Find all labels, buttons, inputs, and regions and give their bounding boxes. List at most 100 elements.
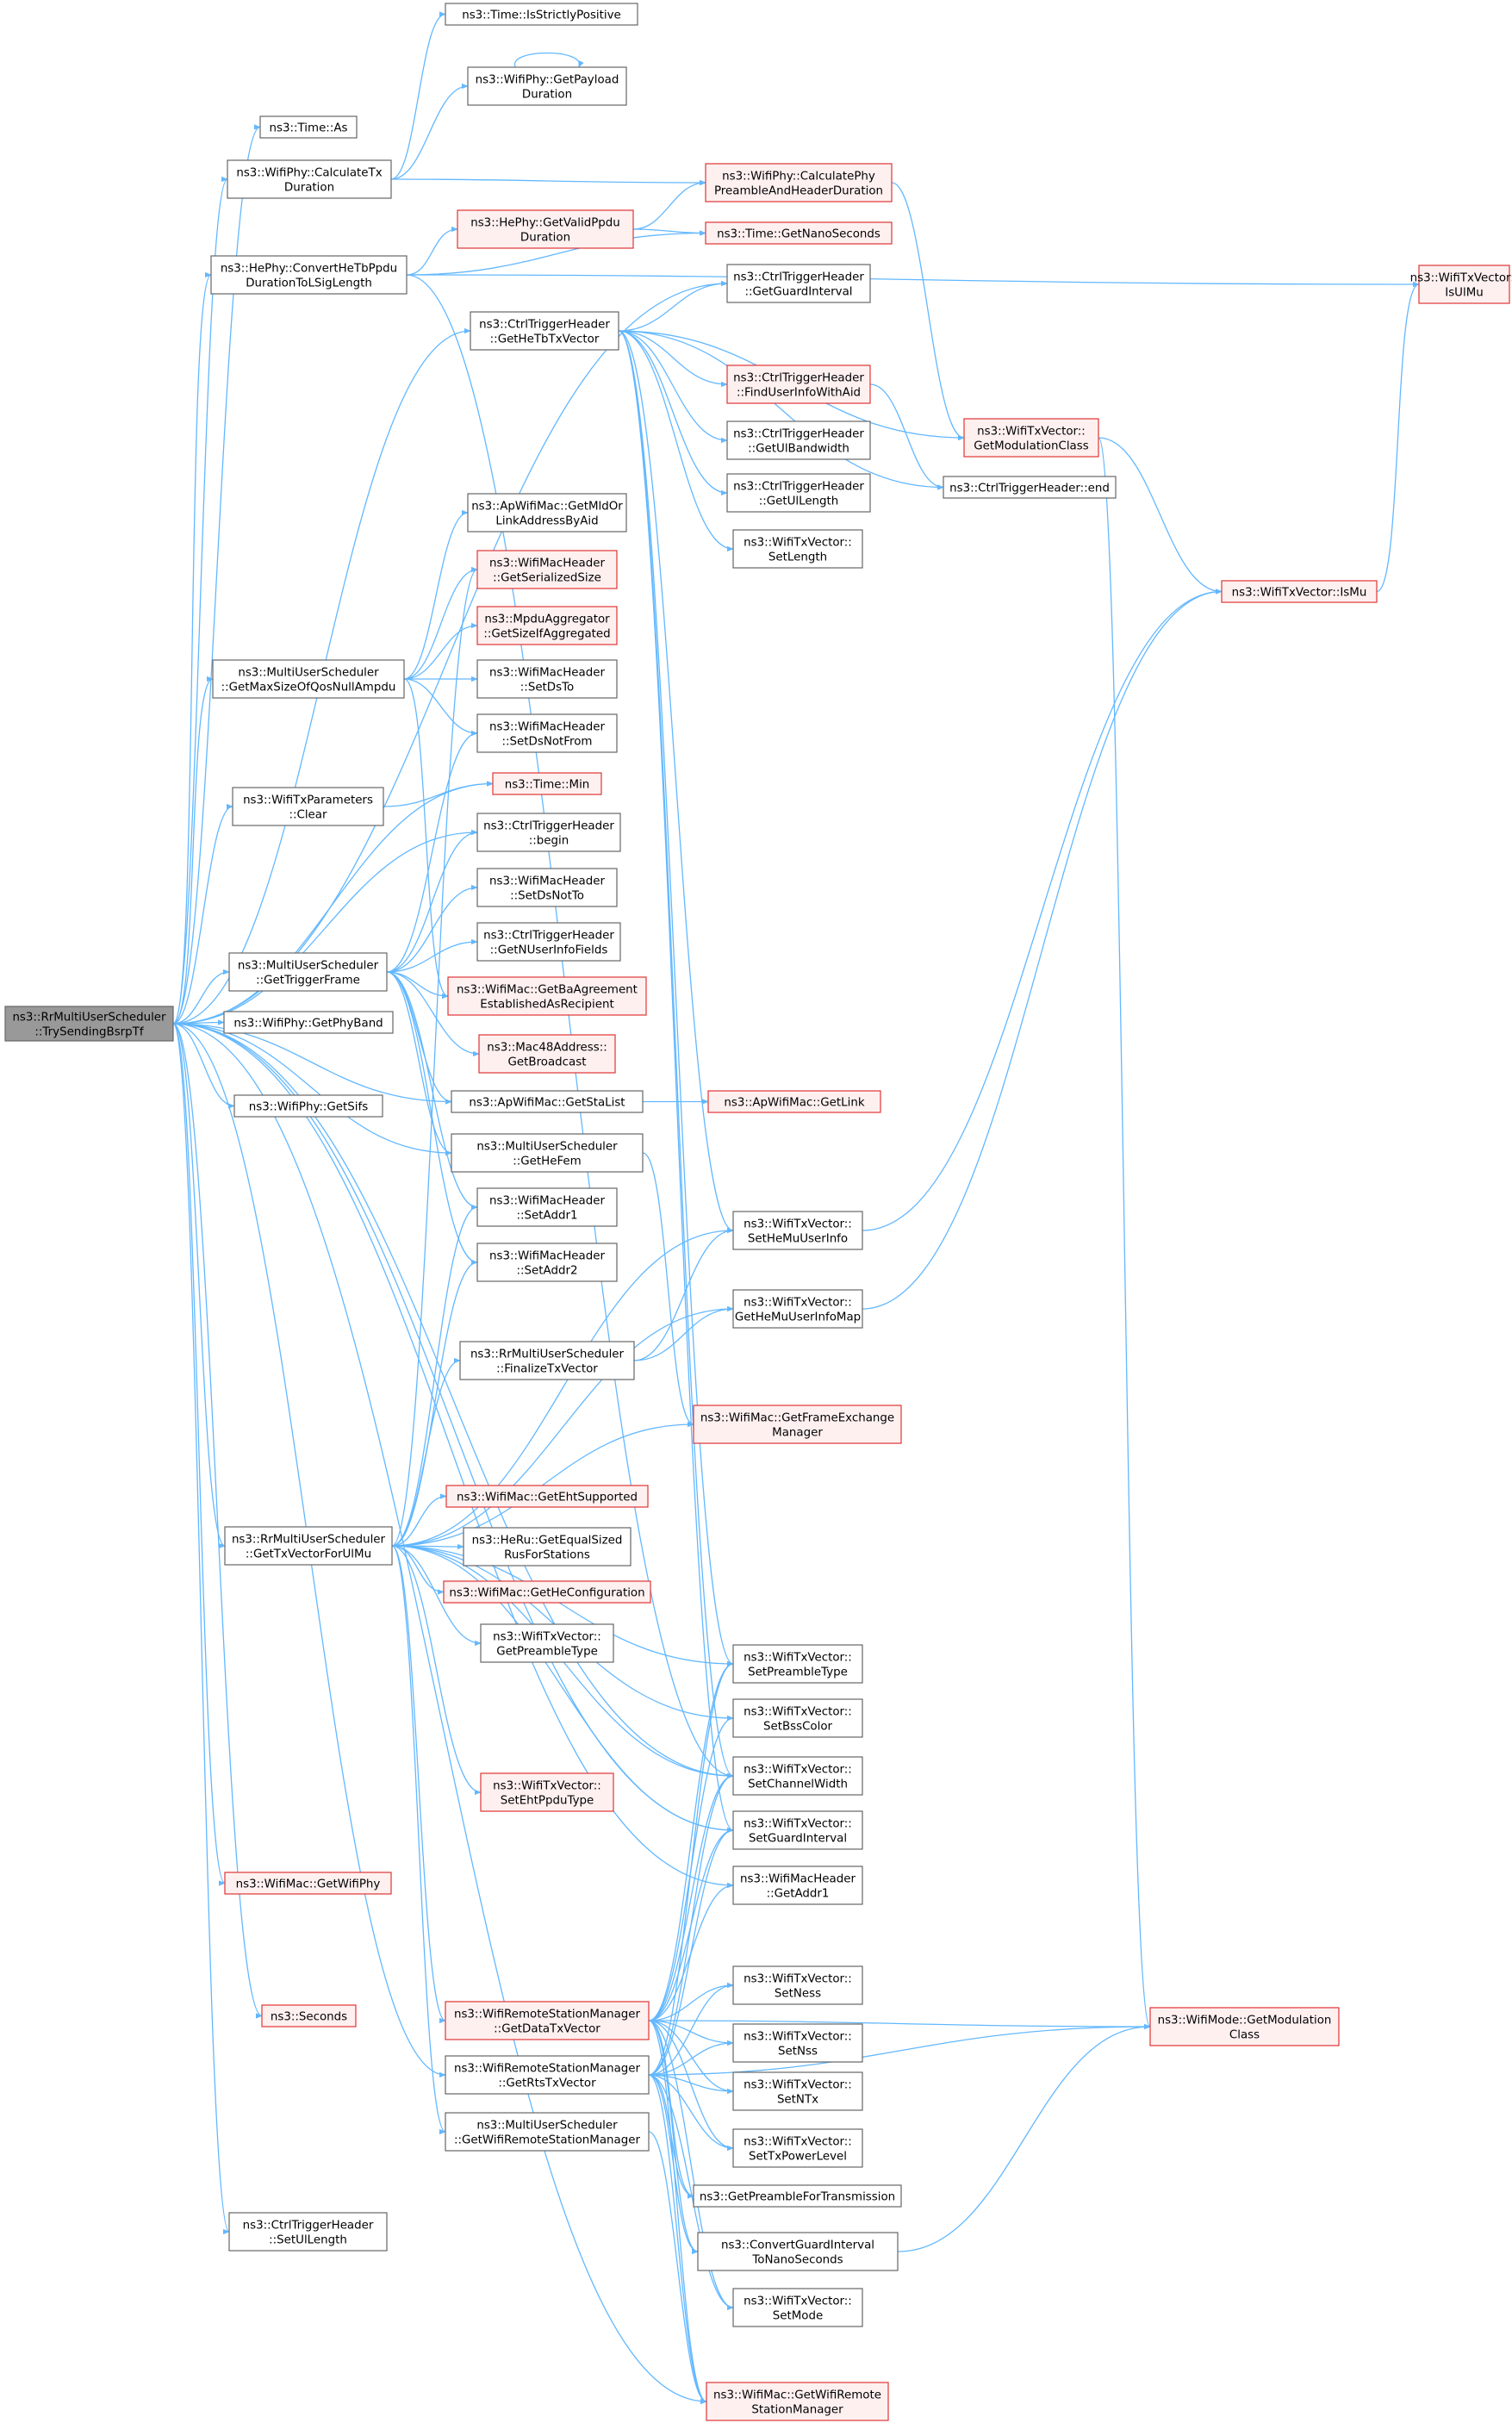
node-getSerSize[interactable]: ns3::WifiMacHeader::GetSerializedSize	[476, 550, 618, 589]
node-setDsNotFrom[interactable]: ns3::WifiMacHeader::SetDsNotFrom	[476, 713, 618, 753]
node-label: ns3::MultiUserScheduler	[476, 1141, 618, 1154]
node-txParClear[interactable]: ns3::WifiTxParameters::Clear	[232, 787, 384, 826]
node-getBaAgr[interactable]: ns3::WifiMac::GetBaAgreementEstablishedA…	[447, 976, 647, 1016]
node-box-setHeMuUser	[732, 1211, 863, 1250]
node-timeMin[interactable]: ns3::Time::Min	[492, 772, 602, 795]
node-getModClassTx[interactable]: ns3::WifiTxVector::GetModulationClass	[963, 418, 1099, 458]
node-box-getPreForTx	[693, 2184, 902, 2208]
node-setHeMuUser[interactable]: ns3::WifiTxVector::SetHeMuUserInfo	[732, 1211, 863, 1250]
node-getEht[interactable]: ns3::WifiMac::GetEhtSupported	[445, 1485, 649, 1508]
node-getTxUlMu[interactable]: ns3::RrMultiUserScheduler::GetTxVectorFo…	[224, 1526, 393, 1566]
node-box-setAddr1	[476, 1187, 618, 1227]
node-getSizeAgg[interactable]: ns3::MpduAggregator::GetSizeIfAggregated	[476, 606, 618, 645]
edge-root-to-getStaList	[172, 1023, 452, 1105]
node-getNUser[interactable]: ns3::CtrlTriggerHeader::GetNUserInfoFiel…	[476, 922, 621, 962]
node-label: Duration	[284, 182, 334, 195]
edge-getRtsTx-to-getModClassMode	[648, 2023, 1151, 2076]
node-label: IsUlMu	[1445, 287, 1484, 300]
node-getTrigger[interactable]: ns3::MultiUserScheduler::GetTriggerFrame	[228, 952, 388, 992]
node-label: ns3::CtrlTriggerHeader	[733, 428, 864, 441]
node-setUlLen[interactable]: ns3::CtrlTriggerHeader::SetUlLength	[228, 2212, 388, 2252]
node-isStrictPos[interactable]: ns3::Time::IsStrictlyPositive	[445, 3, 638, 26]
node-getWifiPhy[interactable]: ns3::WifiMac::GetWifiPhy	[224, 1872, 392, 1895]
node-getNanoSec[interactable]: ns3::Time::GetNanoSeconds	[705, 221, 893, 245]
node-label: ns3::Time::IsStrictlyPositive	[462, 9, 621, 22]
node-getWrsm[interactable]: ns3::MultiUserScheduler::GetWifiRemoteSt…	[445, 2112, 650, 2152]
node-setGuard[interactable]: ns3::WifiTxVector::SetGuardInterval	[732, 1810, 863, 1850]
node-isUlMu[interactable]: ns3::WifiTxVector::IsUlMu	[1410, 265, 1512, 304]
node-box-getUlBw	[726, 420, 871, 460]
node-setDsNotTo[interactable]: ns3::WifiMacHeader::SetDsNotTo	[476, 868, 618, 907]
node-getDataTx[interactable]: ns3::WifiRemoteStationManager::GetDataTx…	[445, 2001, 650, 2040]
node-root[interactable]: ns3::RrMultiUserScheduler::TrySendingBsr…	[4, 1006, 174, 1042]
node-setChWidth[interactable]: ns3::WifiTxVector::SetChannelWidth	[732, 1756, 863, 1796]
node-getHeTb[interactable]: ns3::CtrlTriggerHeader::GetHeTbTxVector	[470, 311, 619, 351]
edge-convHeTb-to-isUlMu	[406, 274, 1420, 288]
node-getLink[interactable]: ns3::ApWifiMac::GetLink	[707, 1090, 881, 1113]
node-getMaxSize[interactable]: ns3::MultiUserScheduler::GetMaxSizeOfQos…	[212, 659, 405, 699]
node-setBss[interactable]: ns3::WifiTxVector::SetBssColor	[732, 1698, 863, 1738]
node-getPreForTx[interactable]: ns3::GetPreambleForTransmission	[693, 2184, 902, 2208]
node-setAddr2[interactable]: ns3::WifiMacHeader::SetAddr2	[476, 1243, 618, 1282]
node-getStaList[interactable]: ns3::ApWifiMac::GetStaList	[451, 1090, 644, 1113]
node-setTxPow[interactable]: ns3::WifiTxVector::SetTxPowerLevel	[732, 2128, 863, 2168]
node-setAddr1[interactable]: ns3::WifiMacHeader::SetAddr1	[476, 1187, 618, 1227]
node-ctrlBegin[interactable]: ns3::CtrlTriggerHeader::begin	[476, 813, 621, 852]
node-getPhyBand[interactable]: ns3::WifiPhy::GetPhyBand	[223, 1011, 394, 1034]
node-setPreType[interactable]: ns3::WifiTxVector::SetPreambleType	[732, 1644, 863, 1684]
node-label: ns3::Seconds	[271, 2011, 347, 2024]
node-label: GetModulationClass	[974, 440, 1088, 453]
edge-isMu-to-isUlMu	[1376, 281, 1420, 593]
node-ctrlEnd[interactable]: ns3::CtrlTriggerHeader::end	[943, 476, 1117, 499]
node-getHeFem[interactable]: ns3::MultiUserScheduler::GetHeFem	[451, 1133, 644, 1173]
node-setLength[interactable]: ns3::WifiTxVector::SetLength	[732, 529, 863, 569]
node-getSifs[interactable]: ns3::WifiPhy::GetSifs	[233, 1094, 383, 1118]
node-getBroadcast[interactable]: ns3::Mac48Address::GetBroadcast	[478, 1034, 616, 1074]
node-getHeConf[interactable]: ns3::WifiMac::GetHeConfiguration	[443, 1580, 651, 1604]
edge-getWrsm-to-getWrsmMac	[648, 2131, 707, 2405]
node-setNss[interactable]: ns3::WifiTxVector::SetNss	[732, 2023, 863, 2063]
node-box-ctrlBegin	[476, 813, 621, 852]
edge-getMaxSize-to-getSerSize	[403, 566, 478, 680]
node-timeAs[interactable]: ns3::Time::As	[259, 115, 358, 139]
node-findUserInfo[interactable]: ns3::CtrlTriggerHeader::FindUserInfoWith…	[726, 364, 871, 404]
node-label: ns3::CtrlTriggerHeader	[243, 2220, 374, 2233]
node-label: SetBssColor	[763, 1721, 833, 1734]
node-label: ns3::WifiTxVector::	[977, 426, 1086, 439]
node-setEhtPpdu[interactable]: ns3::WifiTxVector::SetEhtPpduType	[480, 1772, 614, 1812]
node-getUlLen[interactable]: ns3::CtrlTriggerHeader::GetUlLength	[726, 473, 871, 513]
node-getAddr1[interactable]: ns3::WifiMacHeader::GetAddr1	[732, 1866, 863, 1905]
node-box-getModClassTx	[963, 418, 1099, 458]
edge-getTrigger-to-ctrlBegin	[386, 829, 478, 973]
node-getWrsmMac[interactable]: ns3::WifiMac::GetWifiRemoteStationManage…	[706, 2382, 889, 2421]
edge-getTxUlMu-to-getSerSize	[391, 566, 478, 1547]
node-label: ns3::HeRu::GetEqualSized	[472, 1535, 623, 1548]
node-box-getWrsmMac	[706, 2382, 889, 2421]
node-isMu[interactable]: ns3::WifiTxVector::IsMu	[1221, 580, 1378, 603]
node-box-getTrigger	[228, 952, 388, 992]
node-setNTx[interactable]: ns3::WifiTxVector::SetNTx	[732, 2071, 863, 2111]
node-setMode[interactable]: ns3::WifiTxVector::SetMode	[732, 2288, 863, 2327]
edge-getDataTx-to-setMode	[648, 2020, 734, 2311]
node-calcPhyPre[interactable]: ns3::WifiPhy::CalculatePhyPreambleAndHea…	[705, 163, 893, 202]
node-finalizeTx[interactable]: ns3::RrMultiUserScheduler::FinalizeTxVec…	[459, 1341, 635, 1380]
node-getHeMuMap[interactable]: ns3::WifiTxVector::GetHeMuUserInfoMap	[732, 1289, 863, 1329]
node-label: ns3::HePhy::GetValidPpdu	[470, 217, 620, 230]
node-getModClassMode[interactable]: ns3::WifiMode::GetModulationClass	[1149, 2007, 1340, 2046]
node-setDsTo[interactable]: ns3::WifiMacHeader::SetDsTo	[476, 659, 618, 699]
edge-getTxUlMu-to-getPreType	[391, 1545, 482, 1647]
node-convHeTb[interactable]: ns3::HePhy::ConvertHeTbPpduDurationToLSi…	[210, 255, 408, 295]
node-getUlBw[interactable]: ns3::CtrlTriggerHeader::GetUlBandwidth	[726, 420, 871, 460]
node-getRtsTx[interactable]: ns3::WifiRemoteStationManager::GetRtsTxV…	[445, 2055, 650, 2095]
node-setNess[interactable]: ns3::WifiTxVector::SetNess	[732, 1965, 863, 2005]
node-getPreType[interactable]: ns3::WifiTxVector::GetPreambleType	[480, 1623, 614, 1663]
node-getGuardInt[interactable]: ns3::CtrlTriggerHeader::GetGuardInterval	[726, 264, 871, 303]
node-seconds[interactable]: ns3::Seconds	[261, 2004, 357, 2027]
